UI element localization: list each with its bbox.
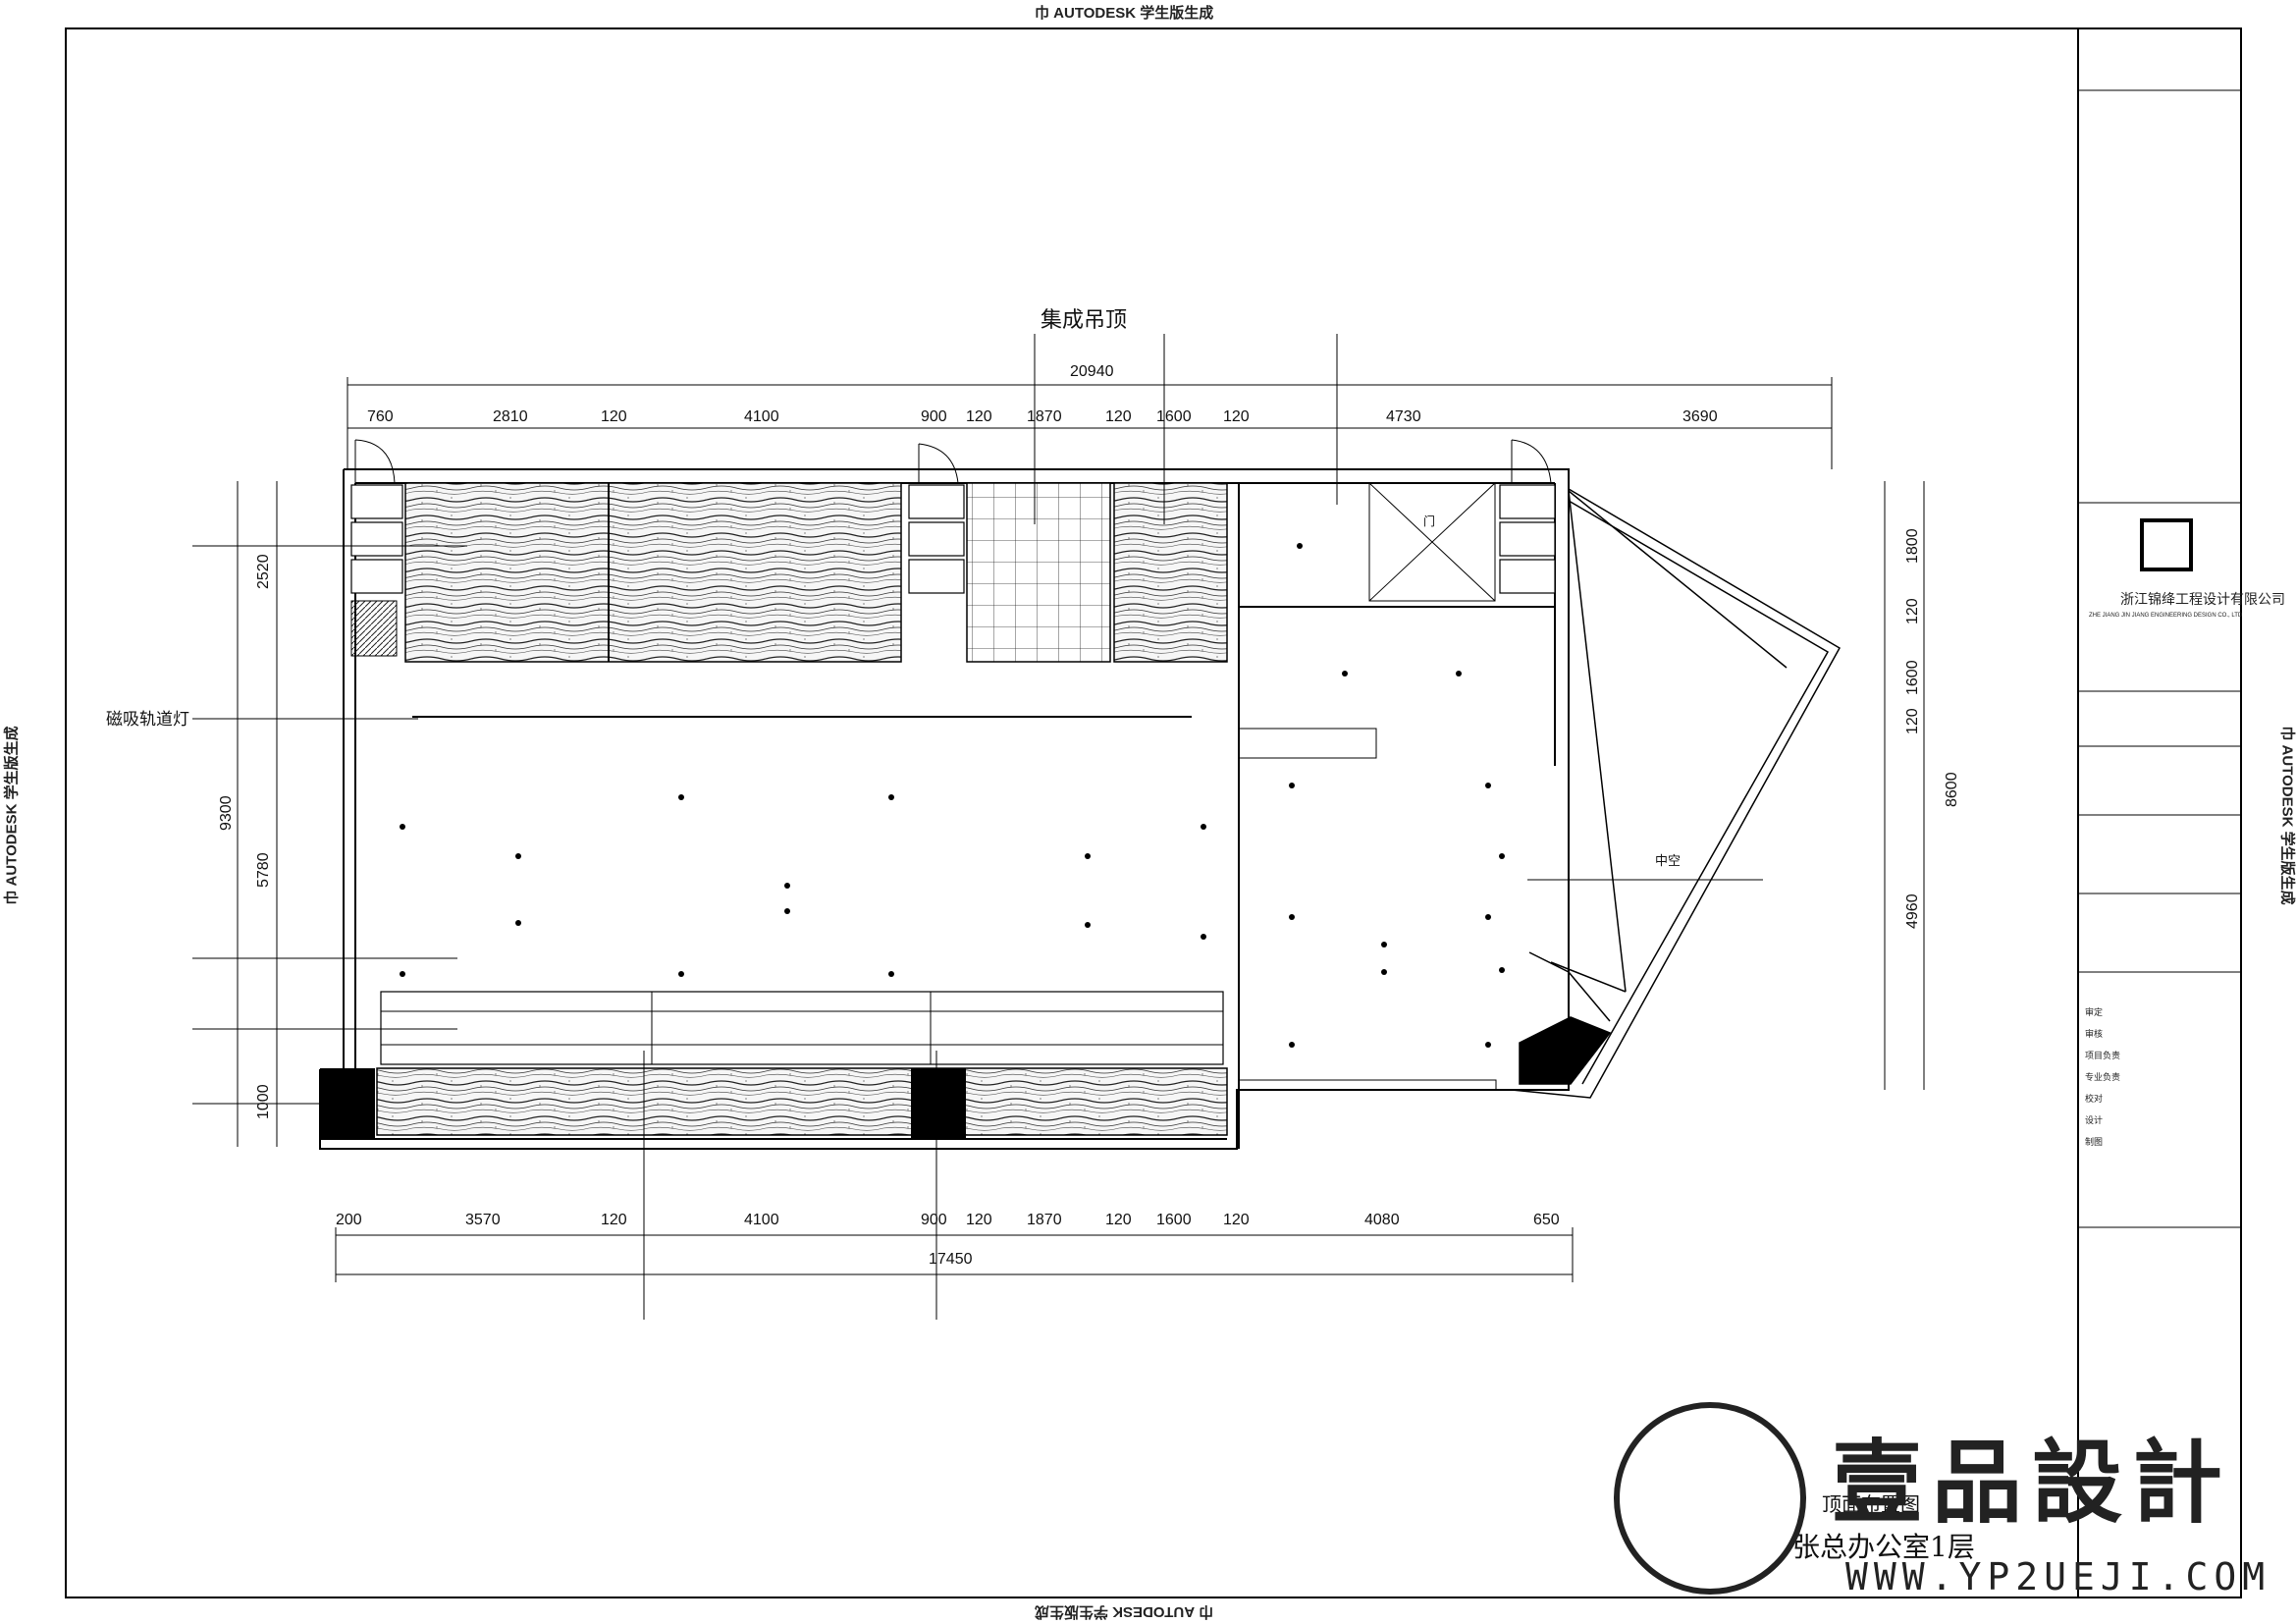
column bbox=[911, 1068, 966, 1139]
dimension-label: 1600 bbox=[1904, 660, 1921, 695]
title-block-row: 项目负责 bbox=[2085, 1051, 2121, 1060]
dimension-label: 9300 bbox=[218, 795, 235, 831]
track-light-label: 磁吸轨道灯 bbox=[106, 710, 189, 729]
dimension-label: 1800 bbox=[1904, 528, 1921, 564]
dimension-label: 120 bbox=[1105, 408, 1132, 425]
dimension-label: 3570 bbox=[465, 1212, 501, 1228]
dimension-label: 120 bbox=[966, 408, 992, 425]
dimension-label: 1000 bbox=[255, 1084, 272, 1119]
dimension-label: 120 bbox=[601, 408, 627, 425]
dimension-label: 120 bbox=[1904, 708, 1921, 734]
dimension-label: 650 bbox=[1533, 1212, 1560, 1228]
spot-lights bbox=[400, 543, 1505, 1048]
dimension-label: 4960 bbox=[1904, 893, 1921, 929]
dimension-lines bbox=[192, 334, 1925, 1320]
wood-ceiling-top bbox=[404, 482, 1228, 663]
dimension-label: 1600 bbox=[1156, 408, 1192, 425]
dimension-label: 120 bbox=[966, 1212, 992, 1228]
title-block-row: 校对 bbox=[2085, 1094, 2104, 1104]
dimension-label: 120 bbox=[1904, 598, 1921, 624]
title-block-lines bbox=[2077, 89, 2242, 1228]
brand-url: WWW.YP2UEJI.COM bbox=[1845, 1555, 2271, 1598]
total-top-dim: 20940 bbox=[1070, 363, 1114, 380]
title-block-row: 制图 bbox=[2085, 1137, 2104, 1147]
dimension-label: 120 bbox=[1105, 1212, 1132, 1228]
dimension-label: 1600 bbox=[1156, 1212, 1192, 1228]
company-logo bbox=[2140, 518, 2193, 571]
dimension-label: 4080 bbox=[1364, 1212, 1400, 1228]
title-block-row: 专业负责 bbox=[2085, 1072, 2121, 1082]
company-name: 浙江锦绛工程设计有限公司 bbox=[2120, 591, 2285, 607]
dimension-label: 200 bbox=[336, 1212, 362, 1228]
dimension-label: 1870 bbox=[1027, 408, 1062, 425]
dimension-label: 1870 bbox=[1027, 1212, 1062, 1228]
void-label: 中空 bbox=[1655, 853, 1682, 868]
dimension-label: 4100 bbox=[744, 1212, 779, 1228]
title-block bbox=[2077, 27, 2242, 1598]
facade bbox=[1511, 488, 1842, 1099]
total-bottom-dim: 17450 bbox=[929, 1251, 973, 1268]
integrated-ceiling-label: 集成吊顶 bbox=[1041, 307, 1128, 332]
brand-name: 壹品設計 bbox=[1832, 1431, 2233, 1536]
drawing-frame bbox=[65, 27, 2242, 1598]
dimension-label: 3690 bbox=[1682, 408, 1718, 425]
dimension-label: 2520 bbox=[255, 554, 272, 589]
dimension-label: 760 bbox=[367, 408, 394, 425]
dimension-label: 900 bbox=[921, 408, 947, 425]
sheet-title: 顶面布置图 bbox=[1822, 1494, 1920, 1516]
title-block-row: 审定 bbox=[2085, 1007, 2104, 1017]
dimension-label: 4730 bbox=[1386, 408, 1421, 425]
column bbox=[320, 1068, 375, 1139]
dimension-label: 4100 bbox=[744, 408, 779, 425]
dimension-label: 120 bbox=[601, 1212, 627, 1228]
doors bbox=[354, 439, 1552, 484]
wood-ceiling-bottom bbox=[376, 991, 1228, 1136]
dimension-label: 900 bbox=[921, 1212, 947, 1228]
dimension-label: 120 bbox=[1223, 408, 1250, 425]
watermark-top: 巾 AUTODESK 学生版生成 bbox=[1035, 5, 1214, 22]
brand-logo bbox=[1614, 1402, 1806, 1595]
dimension-label: 8600 bbox=[1944, 772, 1960, 807]
dimension-label: 5780 bbox=[255, 852, 272, 888]
project-name: 张总办公室1层 bbox=[1792, 1531, 1975, 1563]
company-name-en: ZHE JIANG JIN JIANG ENGINEERING DESIGN C… bbox=[2089, 613, 2243, 619]
dimension-label: 120 bbox=[1223, 1212, 1250, 1228]
access-label: 门 bbox=[1423, 514, 1436, 528]
access-panel bbox=[1238, 482, 1497, 1091]
title-block-row: 设计 bbox=[2085, 1115, 2104, 1125]
title-block-row: 审核 bbox=[2085, 1029, 2104, 1039]
dimension-label: 2810 bbox=[493, 408, 528, 425]
cabinets bbox=[350, 484, 1556, 594]
